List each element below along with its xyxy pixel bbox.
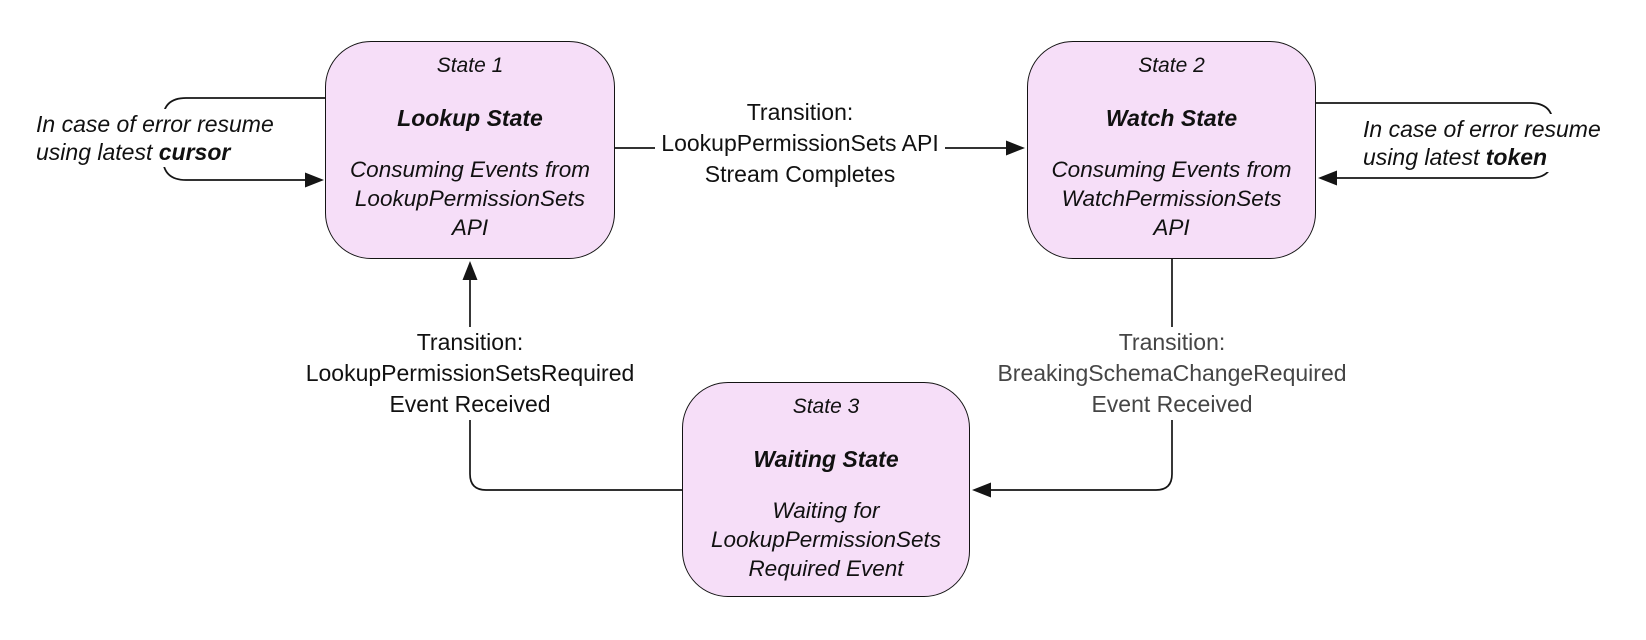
- token-keyword: token: [1485, 144, 1548, 170]
- state-node-lookup: State 1 Lookup State Consuming Events fr…: [325, 41, 615, 259]
- cursor-keyword: cursor: [158, 139, 231, 165]
- state-title: State 1: [436, 54, 504, 77]
- transition-label-lookup-required: Transition: LookupPermissionSetsRequired…: [296, 327, 644, 420]
- state-title: State 3: [792, 395, 860, 418]
- state-description: Consuming Events from LookupPermissionSe…: [349, 157, 591, 240]
- error-resume-label-cursor: In case of error resume using latest cur…: [33, 109, 277, 167]
- transition-label-breaking-schema-change: Transition: BreakingSchemaChangeRequired…: [986, 327, 1358, 420]
- transition-label-stream-completes: Transition: LookupPermissionSets API Str…: [655, 97, 945, 190]
- state-name: Waiting State: [753, 446, 899, 472]
- state-name: Watch State: [1105, 105, 1238, 131]
- arrow-state2-to-state3: [972, 259, 1173, 498]
- state-node-waiting: State 3 Waiting State Waiting for Lookup…: [682, 382, 970, 597]
- arrow-state3-to-state1: [462, 261, 682, 491]
- state-name: Lookup State: [397, 105, 543, 131]
- state-node-watch: State 2 Watch State Consuming Events fro…: [1027, 41, 1316, 259]
- state-description: Waiting for LookupPermissionSets Require…: [710, 498, 942, 581]
- state-title: State 2: [1138, 54, 1205, 77]
- error-resume-label-token: In case of error resume using latest tok…: [1360, 114, 1604, 172]
- state-description: Consuming Events from WatchPermissionSet…: [1051, 157, 1292, 240]
